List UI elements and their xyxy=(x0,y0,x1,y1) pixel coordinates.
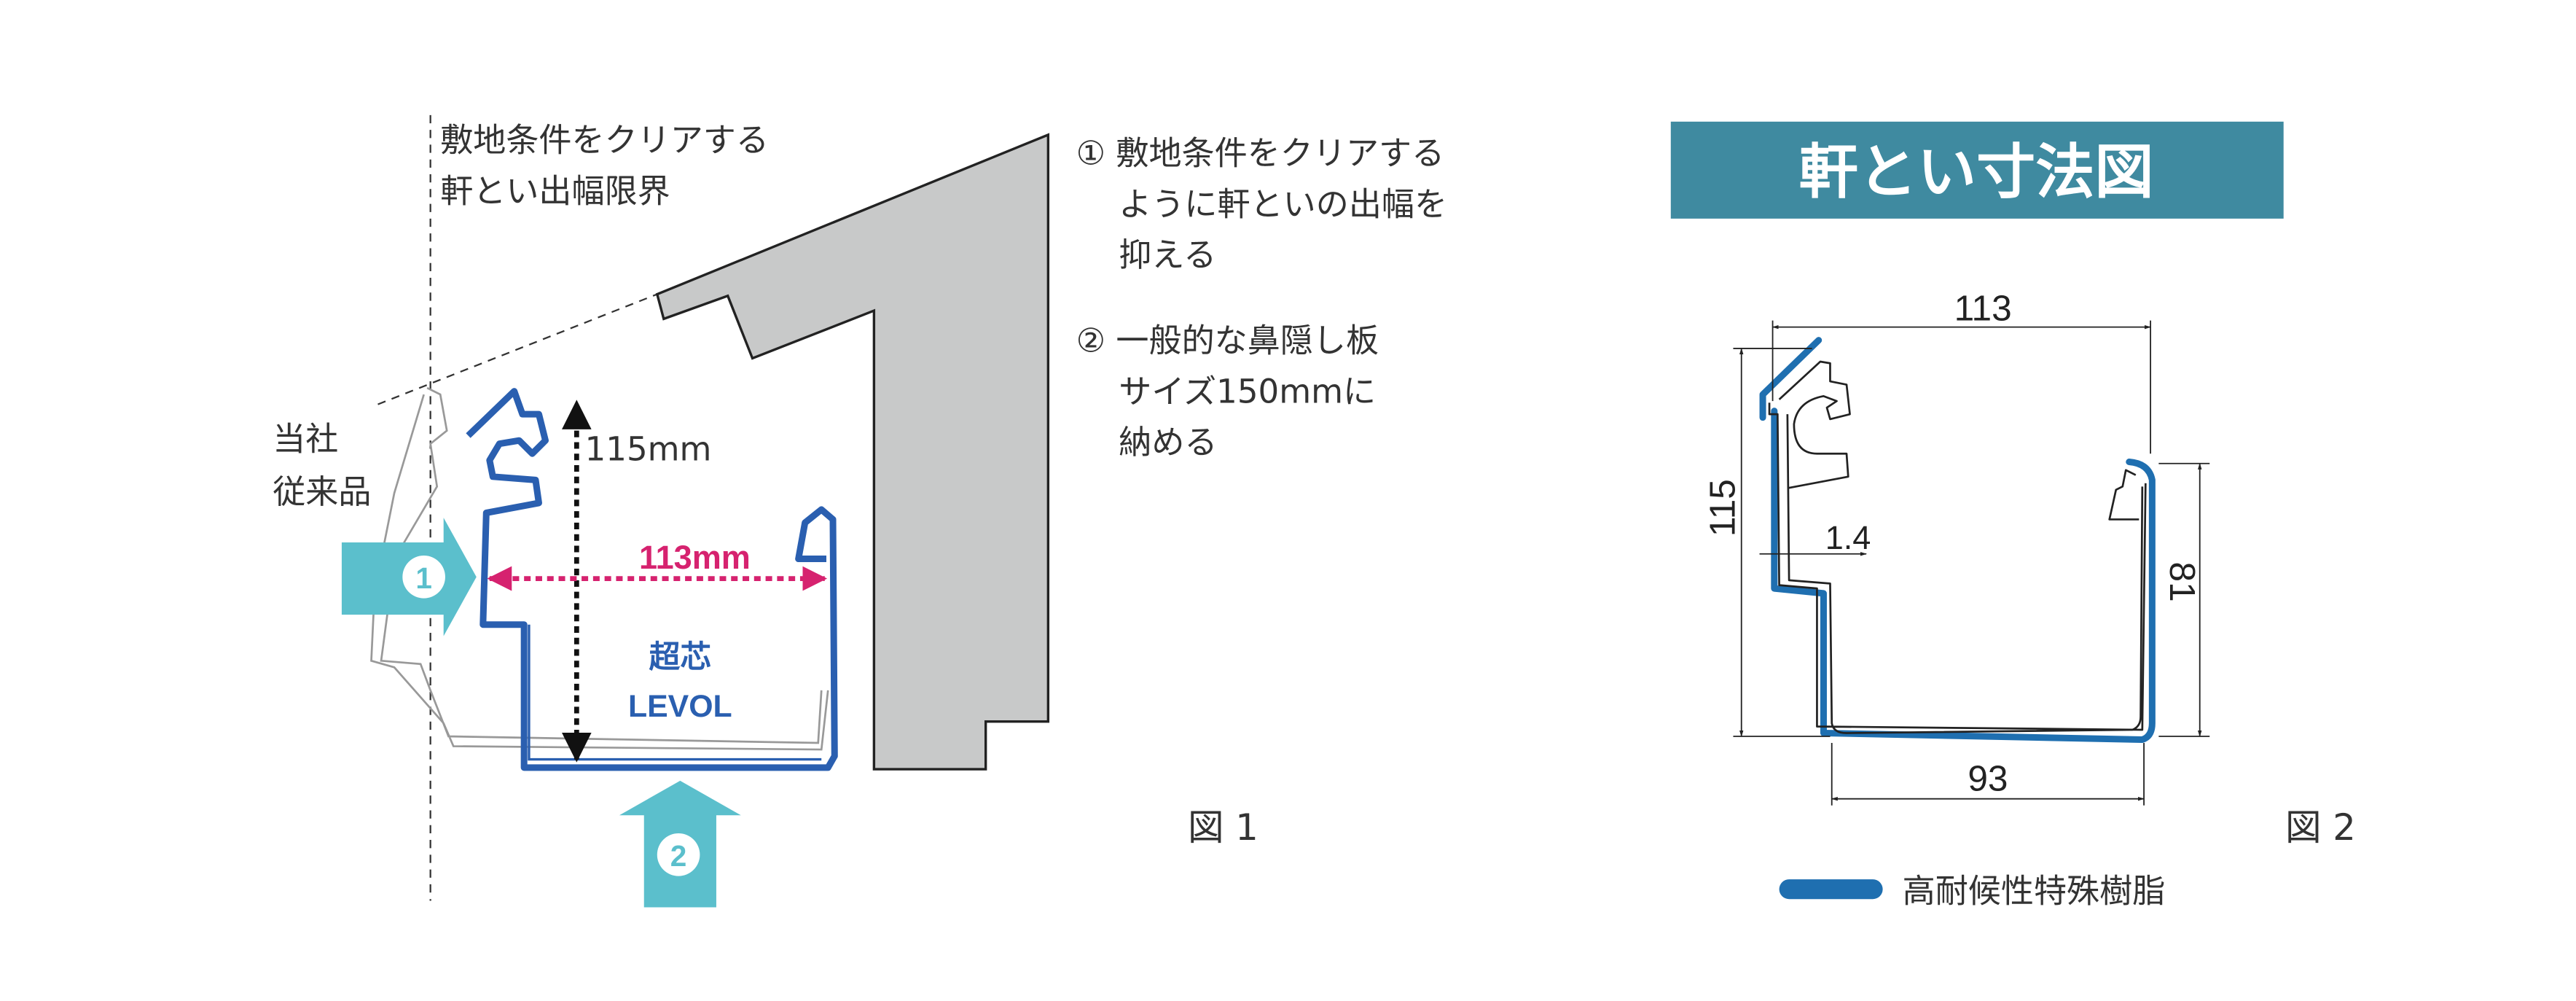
note-1-line3: 抑える xyxy=(1119,235,1216,274)
eave-wall xyxy=(655,133,1050,771)
note-1-line1: ① 敷地条件をクリアする xyxy=(1076,133,1445,172)
title-bar xyxy=(1670,121,2284,219)
arrow-2: 2 xyxy=(619,780,741,908)
figure-2-title: 軒とい寸法図 xyxy=(1799,139,2154,207)
conventional-label-line2: 従来品 xyxy=(273,472,371,511)
figure-1-caption: 図 1 xyxy=(1188,806,1258,849)
width-label: 113mm xyxy=(639,539,751,576)
figure-2: 軒とい寸法図 113 115 81 93 1.4 図 2 高耐候性特殊樹脂 xyxy=(1670,121,2356,911)
conventional-label-line1: 当社 xyxy=(273,420,338,459)
levol-gutter-inner-line xyxy=(528,624,822,761)
dim-1-4-label: 1.4 xyxy=(1825,519,1871,556)
note-1-line2: ように軒といの出幅を xyxy=(1119,184,1447,223)
product-label-line2: LEVOL xyxy=(628,689,732,724)
resin-layer xyxy=(1759,337,2156,744)
gutter-profile xyxy=(1768,360,2147,734)
height-label: 115mm xyxy=(585,429,712,468)
arrow-2-number: 2 xyxy=(670,839,687,873)
figure-2-caption: 図 2 xyxy=(2285,806,2356,849)
notes: ① 敷地条件をクリアする ように軒といの出幅を 抑える ② 一般的な鼻隠し板 サ… xyxy=(1076,133,1447,461)
limit-label-line2: 軒とい出幅限界 xyxy=(440,171,670,210)
dim-113-label: 113 xyxy=(1954,288,2012,329)
note-2-line3: 納める xyxy=(1119,423,1217,461)
roof-extension-dashed-line xyxy=(377,293,658,405)
legend: 高耐候性特殊樹脂 xyxy=(1779,872,2166,911)
figure-1: 敷地条件をクリアする 軒とい出幅限界 115mm 113mm 超芯 LEVOL … xyxy=(273,114,1258,908)
note-2-line2: サイズ150mmに xyxy=(1119,372,1376,410)
dim-81-label: 81 xyxy=(2162,562,2203,602)
arrow-1: 1 xyxy=(341,518,477,636)
levol-gutter-outline xyxy=(466,388,838,771)
legend-label: 高耐候性特殊樹脂 xyxy=(1903,872,2166,911)
note-2-line1: ② 一般的な鼻隠し板 xyxy=(1076,321,1379,359)
dim-93-label: 93 xyxy=(1968,757,2008,798)
limit-label-line1: 敷地条件をクリアする xyxy=(440,120,769,159)
product-label-line1: 超芯 xyxy=(649,639,712,675)
dim-115-label: 115 xyxy=(1702,479,1743,537)
arrow-1-number: 1 xyxy=(415,561,432,595)
